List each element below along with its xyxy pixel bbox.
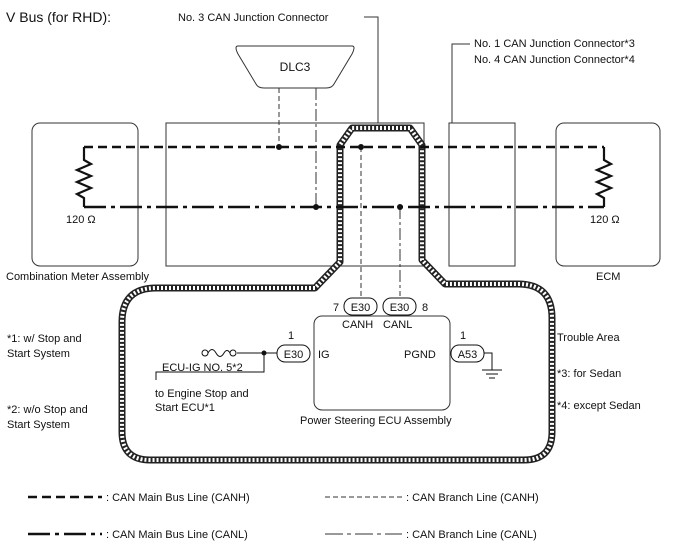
no1-callout-line xyxy=(451,43,470,123)
canl-terminal-label: CANL xyxy=(383,319,412,331)
note-2-line-1: *2: w/o Stop and xyxy=(7,404,88,416)
no4-connector-label: No. 4 CAN Junction Connector*4 xyxy=(474,54,635,66)
no1-connector-label: No. 1 CAN Junction Connector*3 xyxy=(474,38,635,50)
right-terminator-resistor xyxy=(594,147,614,207)
left-resistor-label: 120 Ω xyxy=(66,214,96,226)
power-steering-ecu-box xyxy=(313,315,451,411)
dlc3-label: DLC3 xyxy=(280,60,311,74)
power-steering-ecu-label: Power Steering ECU Assembly xyxy=(300,415,452,427)
junction-dot xyxy=(313,204,319,210)
right-resistor-label: 120 Ω xyxy=(590,214,620,226)
engine-stop-label-2: Start ECU*1 xyxy=(155,402,215,414)
diagram-title: V Bus (for RHD): xyxy=(6,9,111,25)
ig-terminal-label: IG xyxy=(318,349,330,361)
note-1-line-1: *1: w/ Stop and xyxy=(7,333,82,345)
combination-meter-label: Combination Meter Assembly xyxy=(6,271,150,283)
e30-connector-canl xyxy=(382,297,417,316)
ecm-label: ECM xyxy=(596,271,620,283)
left-terminator-resistor xyxy=(74,147,94,207)
e30-label: E30 xyxy=(284,349,304,361)
junction-dot xyxy=(358,144,364,150)
pgnd-terminal-label: PGND xyxy=(404,349,436,361)
ecm-box xyxy=(555,122,661,267)
e30-connector-canh xyxy=(343,297,378,316)
fuse-icon xyxy=(201,349,237,357)
canh-terminal-label: CANH xyxy=(342,319,373,331)
no3-junction-box xyxy=(165,122,425,267)
a53-label: A53 xyxy=(458,349,478,361)
ground-wire xyxy=(484,352,493,370)
pin-8-label: 8 xyxy=(422,302,428,314)
legend-branch-canh-label: : CAN Branch Line (CANH) xyxy=(406,492,539,504)
legend-branch-canl-label: : CAN Branch Line (CANL) xyxy=(406,529,537,541)
note-4: *4: except Sedan xyxy=(557,400,641,412)
fuse-label: ECU-IG NO. 5*2 xyxy=(162,362,243,374)
no3-connector-label: No. 3 CAN Junction Connector xyxy=(178,12,329,24)
combination-meter-box xyxy=(31,122,139,267)
note-1-line-2: Start System xyxy=(7,348,70,360)
trouble-area-label: Trouble Area xyxy=(557,332,620,344)
no3-callout-line xyxy=(364,16,379,123)
dlc3-connector xyxy=(235,45,355,89)
pin-7-label: 7 xyxy=(333,302,339,314)
engine-stop-label-1: to Engine Stop and xyxy=(155,388,249,400)
no1-no4-junction-box xyxy=(448,122,516,267)
legend-main-canl-label: : CAN Main Bus Line (CANL) xyxy=(106,529,248,541)
junction-dot xyxy=(397,204,403,210)
e30-label: E30 xyxy=(390,302,410,314)
junction-dot xyxy=(276,144,282,150)
ig-pin-label: 1 xyxy=(288,330,294,342)
engine-stop-ecu-wire xyxy=(155,353,265,380)
ground-icon xyxy=(482,369,502,379)
legend-main-canh-label: : CAN Main Bus Line (CANH) xyxy=(106,492,250,504)
note-2-line-2: Start System xyxy=(7,419,70,431)
trouble-area-border xyxy=(118,124,556,464)
note-3: *3: for Sedan xyxy=(557,368,621,380)
pgnd-pin-label: 1 xyxy=(460,330,466,342)
e30-label: E30 xyxy=(351,302,371,314)
